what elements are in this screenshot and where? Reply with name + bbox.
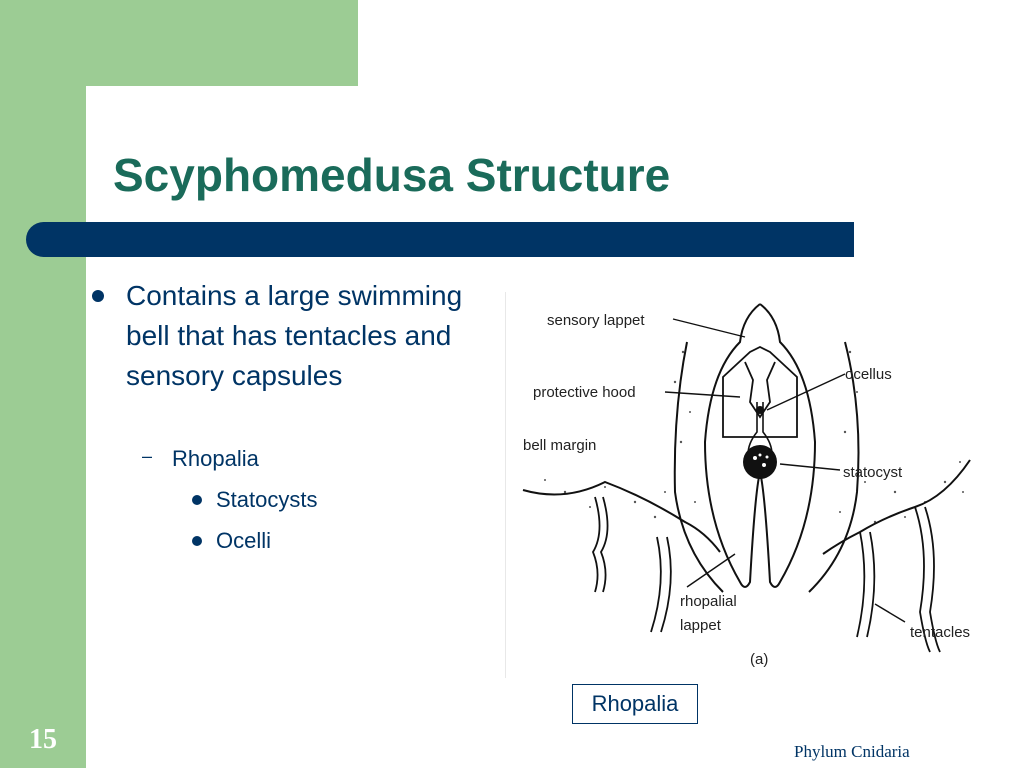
top-green-band bbox=[0, 0, 358, 86]
bullet-dot bbox=[92, 290, 104, 302]
label-sensory-lappet: sensory lappet bbox=[547, 312, 645, 329]
bullet-subsub-2: Ocelli bbox=[216, 528, 272, 553]
label-statocyst: statocyst bbox=[843, 464, 903, 481]
label-panel-a: (a) bbox=[750, 651, 768, 668]
bullet-dot bbox=[192, 536, 202, 546]
ocellus-icon bbox=[756, 406, 764, 414]
rhopalium-diagram: sensory lappet protective hood bell marg… bbox=[522, 303, 971, 668]
label-tentacles: tentacles bbox=[910, 624, 970, 641]
tentacles bbox=[591, 496, 941, 653]
bell-outline bbox=[522, 341, 971, 593]
slide-number: 15 bbox=[29, 724, 57, 755]
label-protective-hood: protective hood bbox=[533, 384, 636, 401]
slide-title: Scyphomedusa Structure bbox=[113, 149, 671, 201]
title-underline-bar bbox=[26, 222, 854, 257]
rhopalial-lappet bbox=[703, 303, 817, 588]
figure-divider bbox=[505, 292, 506, 678]
label-bell-margin: bell margin bbox=[523, 437, 596, 454]
leader-lines bbox=[664, 318, 906, 623]
rhopalium bbox=[743, 402, 777, 479]
bullet-main: Contains a large swimming bell that has … bbox=[126, 280, 463, 391]
sub-bullet-dash: – bbox=[142, 446, 153, 466]
figure-caption: Rhopalia bbox=[572, 684, 698, 724]
footer-text: Phylum Cnidaria bbox=[794, 742, 910, 761]
bullet-sub: Rhopalia bbox=[172, 446, 259, 471]
protective-hood bbox=[722, 345, 798, 438]
label-rhopalial: rhopalial bbox=[680, 593, 737, 610]
statocyst-icon bbox=[743, 445, 777, 479]
slide-panel bbox=[86, 86, 1024, 768]
mesoglea-stipple bbox=[544, 350, 964, 524]
left-green-band bbox=[0, 0, 86, 768]
bullet-subsub-1: Statocysts bbox=[216, 487, 318, 512]
label-lappet: lappet bbox=[680, 617, 722, 634]
label-ocellus: ocellus bbox=[845, 366, 892, 383]
bullet-dot bbox=[192, 495, 202, 505]
